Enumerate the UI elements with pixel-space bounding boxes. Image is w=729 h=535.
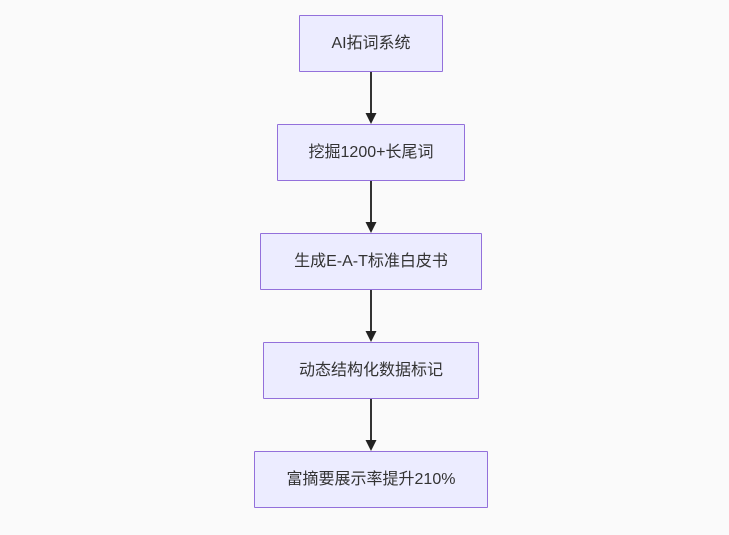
flow-node-2: 挖掘1200+长尾词 [277, 124, 465, 181]
flow-node-1: AI拓词系统 [299, 15, 443, 72]
arrow-down-icon [365, 290, 377, 342]
arrow-down-icon [365, 399, 377, 451]
arrow-down-icon [365, 72, 377, 124]
flow-node-4-label: 动态结构化数据标记 [298, 361, 443, 379]
flow-node-4: 动态结构化数据标记 [263, 342, 479, 399]
flow-node-2-label: 挖掘1200+长尾词 [308, 143, 434, 161]
flow-node-5: 富摘要展示率提升210% [254, 451, 488, 508]
flow-node-1-label: AI拓词系统 [331, 34, 411, 52]
flow-node-3: 生成E-A-T标准白皮书 [260, 233, 482, 290]
flow-node-3-label: 生成E-A-T标准白皮书 [294, 252, 448, 270]
flowchart: AI拓词系统 挖掘1200+长尾词 生成E-A-T标准白皮书 动态结构化数据标记 [254, 15, 488, 508]
arrow-down-4 [364, 399, 378, 451]
arrow-down-3 [364, 290, 378, 342]
arrow-down-1 [364, 72, 378, 124]
arrow-down-2 [364, 181, 378, 233]
arrow-down-icon [365, 181, 377, 233]
flow-node-5-label: 富摘要展示率提升210% [286, 470, 456, 488]
